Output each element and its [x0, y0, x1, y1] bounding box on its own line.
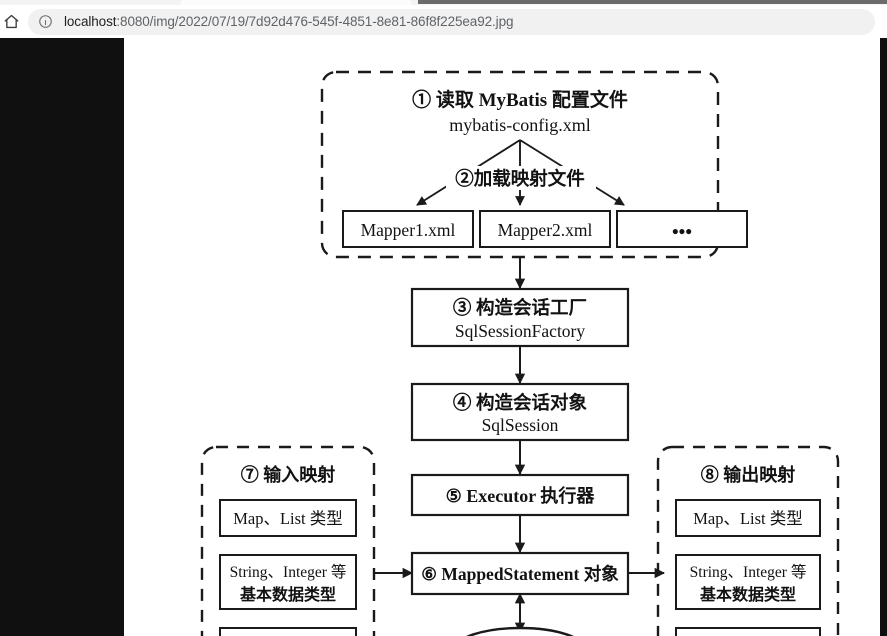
step4-label-cn: ④ 构造会话对象 [453, 392, 588, 414]
browser-tab-active[interactable] [180, 0, 412, 5]
mapper-box-3-rect [616, 210, 748, 248]
input-panel-item-1-line2: 基本数据类型 [239, 585, 336, 604]
letterbox-left [0, 38, 124, 636]
step6-box: ⑥ MappedStatement 对象 [410, 551, 630, 596]
diagram-canvas: ① 读取 MyBatis 配置文件 mybatis-config.xml ②加载… [200, 70, 840, 636]
tab-strip-background [418, 0, 887, 4]
input-panel-item-0-rect [219, 499, 357, 537]
step5-box: ⑤ Executor 执行器 [410, 473, 630, 517]
step2-label-backdrop [446, 166, 596, 190]
mapper-box-2: Mapper2.xml [479, 210, 611, 248]
output-panel-item-1-rect [675, 554, 821, 610]
mapper-box-1-rect [342, 210, 474, 248]
url-path: :8080/img/2022/07/19/7d92d476-545f-4851-… [116, 14, 514, 29]
step5-label: ⑤ Executor 执行器 [446, 485, 596, 506]
step4-box-rect [410, 382, 630, 442]
output-panel-item-0: Map、List 类型 [675, 499, 821, 537]
output-panel-item-1: String、Integer 等 基本数据类型 [675, 554, 821, 610]
step1-config-file: mybatis-config.xml [449, 115, 590, 135]
step4-box: ④ 构造会话对象 SqlSession [410, 382, 630, 442]
mapper-box-2-rect [479, 210, 611, 248]
input-panel-item-1-rect [219, 554, 357, 610]
input-panel-item-0-line1: Map、List 类型 [233, 509, 343, 528]
info-icon[interactable] [36, 13, 54, 31]
output-panel-item-0-rect [675, 499, 821, 537]
input-panel-item-2-rect [219, 627, 357, 636]
url-text: localhost:8080/img/2022/07/19/7d92d476-5… [64, 14, 513, 29]
database-cylinder [466, 626, 574, 636]
input-panel-header: ⑦ 输入映射 [241, 464, 336, 485]
mapper-box-3: ••• [616, 210, 748, 248]
step2-label: ②加载映射文件 [455, 168, 585, 190]
home-icon [3, 13, 20, 30]
input-panel-item-0: Map、List 类型 [219, 499, 357, 537]
output-panel-item-1-line1: String、Integer 等 [690, 563, 807, 581]
mapper-box-3-label: ••• [672, 222, 692, 243]
mybatis-flow-diagram: ① 读取 MyBatis 配置文件 mybatis-config.xml ②加载… [124, 38, 880, 636]
step4-label-en: SqlSession [482, 415, 559, 435]
browser-chrome: localhost:8080/img/2022/07/19/7d92d476-5… [0, 0, 887, 38]
config-group: ① 读取 MyBatis 配置文件 mybatis-config.xml ②加载… [320, 70, 748, 259]
input-panel-item-1: String、Integer 等 基本数据类型 [219, 554, 357, 610]
address-bar[interactable]: localhost:8080/img/2022/07/19/7d92d476-5… [28, 8, 875, 35]
input-mapping-panel: ⑦ 输入映射 Map、List 类型 String、Integer 等 基本数据… [200, 445, 376, 636]
page-viewport: ① 读取 MyBatis 配置文件 mybatis-config.xml ②加载… [0, 38, 887, 636]
step1-label: ① 读取 MyBatis 配置文件 [412, 88, 628, 111]
step5-box-rect [410, 473, 630, 517]
letterbox-right [880, 38, 887, 636]
output-mapping-panel: ⑧ 输出映射 Map、List 类型 String、Integer 等 基本数据… [656, 445, 840, 636]
tab-strip [0, 0, 887, 5]
step6-label: ⑥ MappedStatement 对象 [421, 564, 619, 584]
step3-label-cn: ③ 构造会话工厂 [453, 297, 587, 319]
step3-box: ③ 构造会话工厂 SqlSessionFactory [410, 287, 630, 348]
input-panel-border [200, 445, 376, 636]
output-panel-item-1-line2: 基本数据类型 [699, 585, 796, 604]
mapper-box-2-label: Mapper2.xml [498, 220, 593, 240]
browser-toolbar: localhost:8080/img/2022/07/19/7d92d476-5… [0, 5, 887, 38]
output-panel-item-0-line1: Map、List 类型 [693, 509, 803, 528]
output-panel-header: ⑧ 输出映射 [701, 464, 796, 485]
mapper-box-1-label: Mapper1.xml [361, 220, 456, 240]
step3-label-en: SqlSessionFactory [455, 321, 586, 341]
input-panel-item-1-line1: String、Integer 等 [230, 563, 347, 581]
home-button[interactable] [0, 7, 28, 37]
url-host: localhost [64, 14, 117, 29]
mapper-box-1: Mapper1.xml [342, 210, 474, 248]
output-panel-item-2-rect [675, 627, 821, 636]
